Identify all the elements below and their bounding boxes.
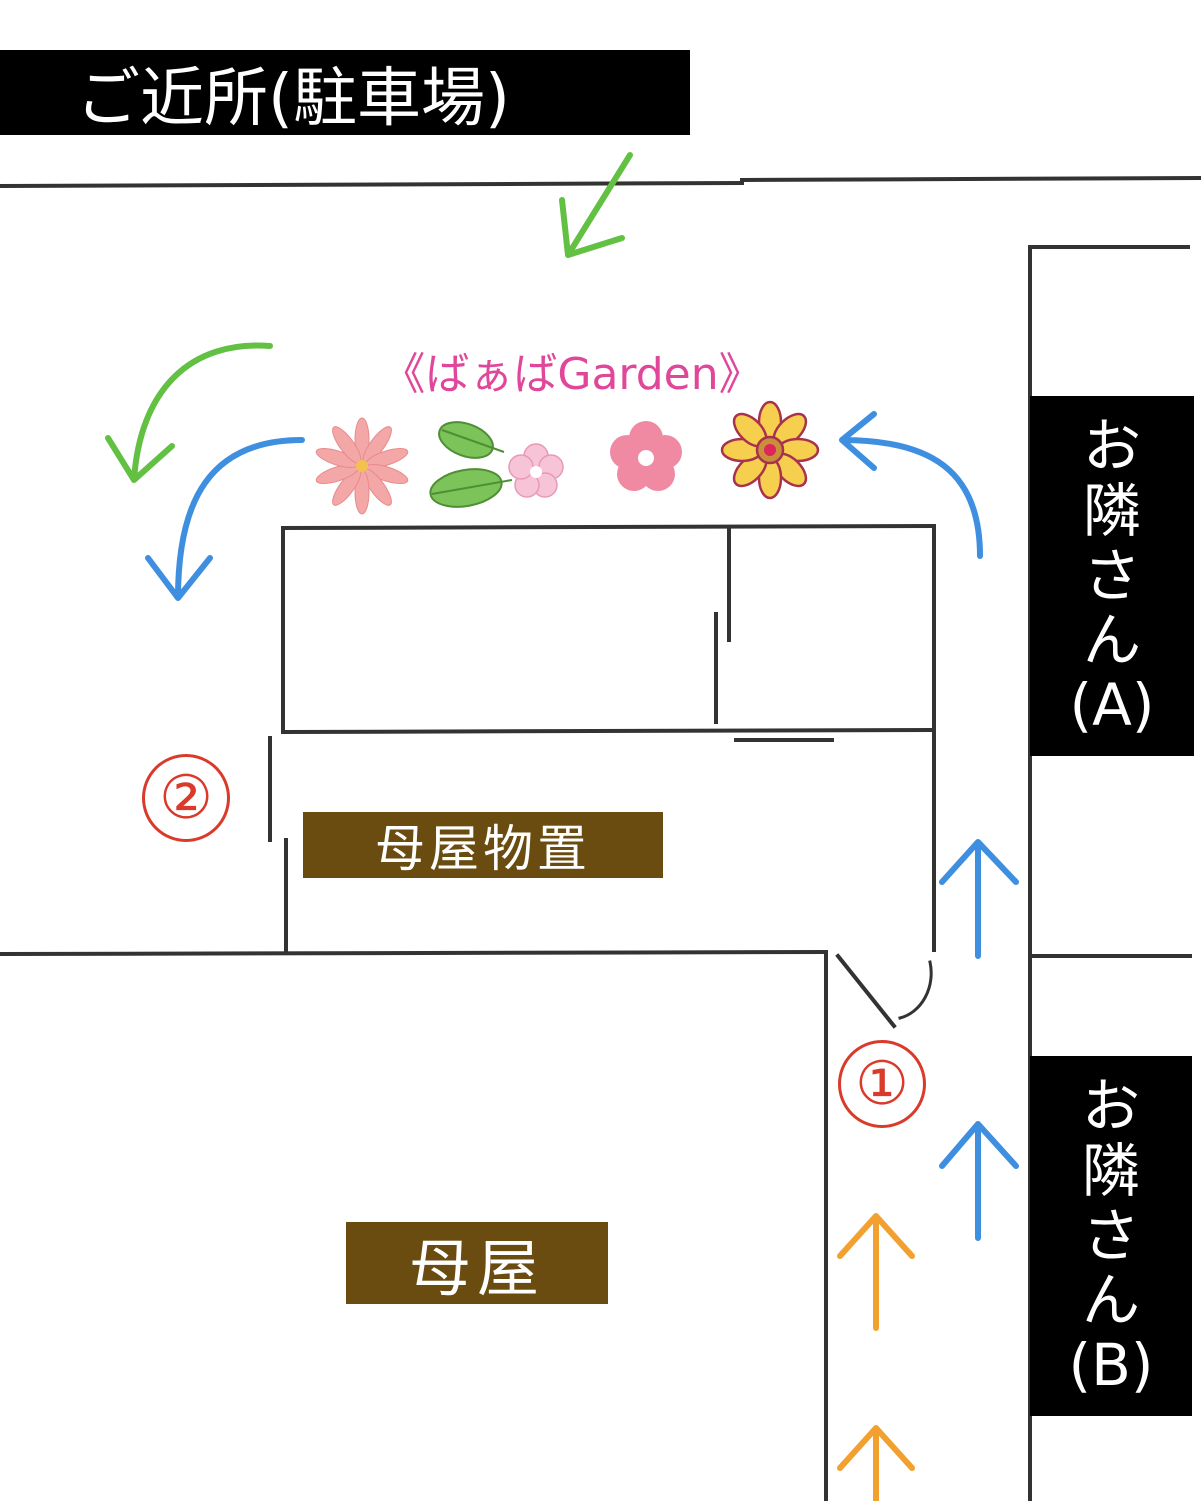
parking-label-text: ご近所(駐車場) [76, 61, 510, 136]
pink-daisy-icon [315, 417, 409, 515]
green-arrows [105, 152, 633, 483]
neighbor-b-char-2: 隣 [1081, 1136, 1140, 1205]
storage-label-text: 母屋物置 [375, 820, 591, 878]
neighbor-a-char-4: ん [1082, 606, 1141, 675]
storage-mid-wall [283, 727, 933, 735]
blue-arrow-curve-right [839, 411, 983, 559]
blue-arrow-up-2 [939, 1121, 1019, 1241]
storage-top-wall [280, 523, 937, 531]
storage-bottom-wall [0, 949, 829, 957]
door-swing-arc [898, 960, 933, 1020]
door-leaf [835, 953, 897, 1029]
neighbor-a-label: お 隣 さ ん (A) [1030, 396, 1194, 756]
neighbor-b-char-1: お [1081, 1071, 1140, 1140]
neighbor-b-char-5: (B) [1068, 1331, 1154, 1400]
blue-arrow-curve-left [145, 437, 305, 601]
walls [0, 175, 1201, 1501]
yellow-flower-icon [720, 400, 820, 500]
street-line-right [739, 175, 1201, 183]
marker-2: ② [142, 754, 230, 842]
neighbor-b-label: お 隣 さ ん (B) [1030, 1056, 1192, 1416]
neighbor-b-char-4: ん [1081, 1266, 1140, 1335]
main-house-label-text: 母屋 [408, 1232, 545, 1305]
green-arrow-diagonal [559, 152, 633, 258]
small-pink-flower-icon [508, 443, 564, 498]
orange-arrows [837, 1213, 915, 1501]
orange-arrow-up-1 [837, 1213, 915, 1331]
neighbor-b-char-3: さ [1081, 1201, 1140, 1270]
neighbor-a-char-3: さ [1082, 541, 1141, 610]
main-house-label: 母屋 [346, 1222, 608, 1305]
blue-arrow-up-1 [939, 839, 1019, 959]
garden-title: 《ばぁばGarden》 [381, 349, 763, 400]
blue-arrows [145, 411, 1019, 1241]
storage-label: 母屋物置 [303, 812, 663, 878]
parking-label: ご近所(駐車場) [0, 50, 690, 136]
street-line-left [0, 180, 745, 189]
neighbor-a-char-1: お [1082, 411, 1141, 480]
green-leaves-icon [429, 421, 513, 508]
neighbor-a-char-5: (A) [1069, 671, 1155, 740]
orange-arrow-up-2 [837, 1425, 915, 1501]
marker-1: ① [838, 1040, 926, 1128]
neighbor-a-char-2: 隣 [1082, 476, 1141, 545]
pink-flower-icon [610, 421, 682, 491]
green-arrow-curve [105, 342, 273, 483]
